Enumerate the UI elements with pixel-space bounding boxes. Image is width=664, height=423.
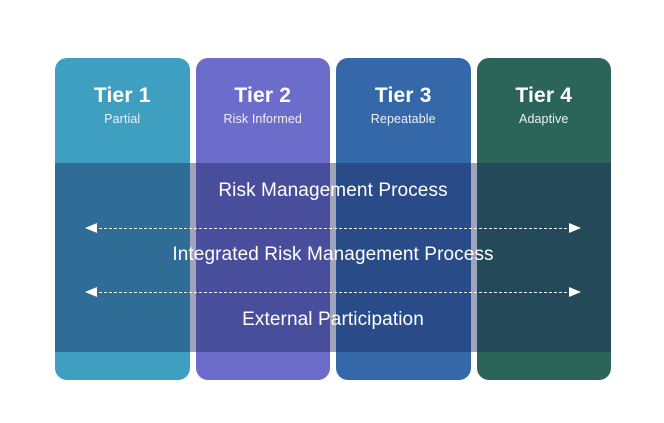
tier-column-group: Tier 1 Partial Tier 2 Risk Informed Tier… <box>55 58 611 380</box>
tier-2-header: Tier 2 Risk Informed <box>196 84 331 126</box>
tier-column-4[interactable]: Tier 4 Adaptive <box>476 58 612 380</box>
tier-4-title: Tier 4 <box>515 84 573 107</box>
tier-2-title: Tier 2 <box>234 84 292 107</box>
tier-2-descriptor: Risk Informed <box>223 112 302 127</box>
tier-3-title: Tier 3 <box>374 84 432 107</box>
tier-column-2[interactable]: Tier 2 Risk Informed <box>195 58 331 380</box>
tier-3-descriptor: Repeatable <box>370 112 436 127</box>
tier-1-header: Tier 1 Partial <box>55 84 190 126</box>
tier-4-header: Tier 4 Adaptive <box>477 84 612 126</box>
tier-1-title: Tier 1 <box>93 84 151 107</box>
tier-4-descriptor: Adaptive <box>519 112 569 127</box>
tier-column-3[interactable]: Tier 3 Repeatable <box>336 58 471 380</box>
tier-1-descriptor: Partial <box>104 112 141 127</box>
tier-column-1[interactable]: Tier 1 Partial <box>55 58 190 380</box>
tier-3-header: Tier 3 Repeatable <box>336 84 471 126</box>
